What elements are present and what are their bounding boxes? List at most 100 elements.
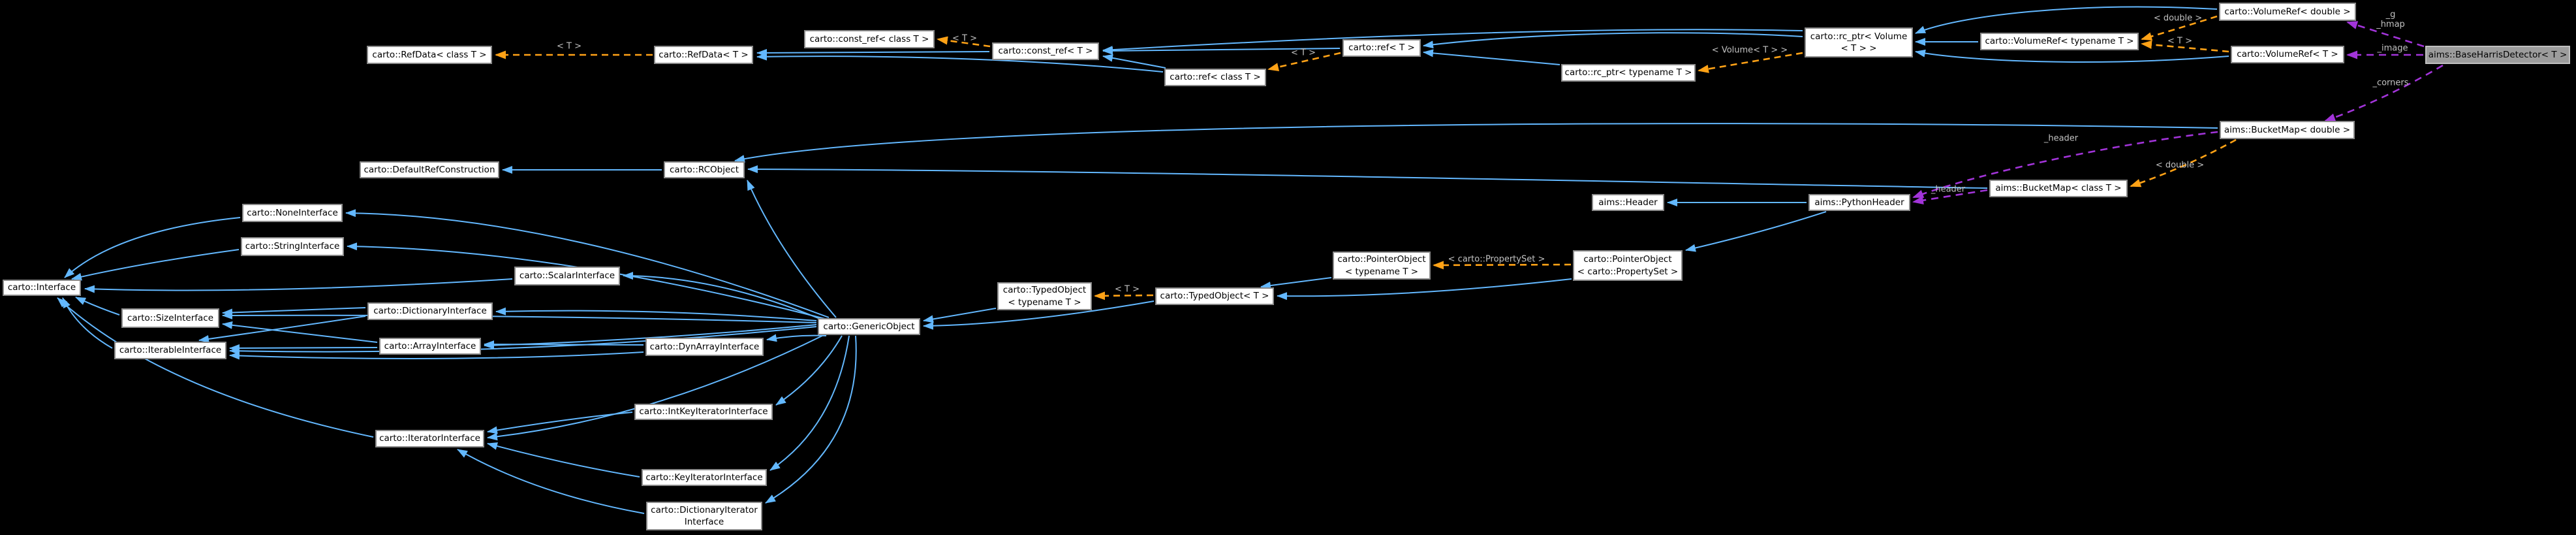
node-iterableinterface[interactable]: carto::IterableInterface [114,342,226,359]
node-intkeyiteratorinterface[interactable]: carto::IntKeyIteratorInterface [634,404,773,420]
node-rcptr-volume[interactable]: carto::rc_ptr< Volume < T > > [1805,27,1913,57]
edge-label-template-t-typedobject: < T > [1115,284,1140,295]
node-stringinterface[interactable]: carto::StringInterface [241,237,344,256]
edge-bucketmap-double-to-pythonheader [1912,131,2218,199]
node-header[interactable]: aims::Header [1592,194,1664,211]
edge-sizeinterface-to-interface [75,297,120,316]
edge-bucketmap-double-to-bucketmap-class [2130,138,2237,187]
edge-label-template-propertyset: < carto::PropertySet > [1448,254,1545,265]
node-dynarrayinterface[interactable]: carto::DynArrayInterface [645,338,764,356]
edge-harris-to-bucketmap-double [2324,64,2444,122]
edge-harris-to-volumeref-double [2346,21,2425,48]
edge-ref-t-to-ref-class [1267,52,1341,72]
edge-genericobject-to-dictionaryiteratorinterface [765,335,857,504]
usage-edges [1912,21,2444,205]
node-noneinterface[interactable]: carto::NoneInterface [242,204,343,222]
edge-label-template-double-bucketmap: < double > [2155,160,2205,170]
edge-label-member-g-hmap: _g _hmap [2376,10,2405,29]
edge-label-member-header-upper: _header [2043,133,2079,144]
node-rcobject[interactable]: carto::RCObject [664,161,745,178]
edge-genericobject-to-scalarinterface [623,272,820,319]
edge-ref-t-to-constref-t [1102,46,1341,55]
edge-genericobject-to-intkeyiteratorinterface [775,335,843,406]
edge-label-template-volume-t: < Volume< T > > [1711,45,1788,56]
edge-label-template-t-ref: < T > [1291,48,1316,58]
node-refdata-t[interactable]: carto::RefData< T > [654,46,753,64]
node-volumeref-typename[interactable]: carto::VolumeRef< typename T > [1980,33,2139,50]
edge-volumeref-double-to-rcptr-volume [1915,6,2218,34]
edge-pointerobject-propertyset-to-typedobject-t [1277,278,1572,300]
node-keyiteratorinterface[interactable]: carto::KeyIteratorInterface [642,469,767,486]
edge-constref-t-to-constref-class [937,36,991,48]
edge-constref-t-to-refdata-t [756,48,990,57]
node-ref-t[interactable]: carto::ref< T > [1342,39,1421,57]
edge-genericobject-to-dictionaryinterface [495,307,817,321]
edge-label-template-double-volumeref: < double > [2153,13,2203,24]
node-bucketmap-class[interactable]: aims::BucketMap< class T > [1989,180,2128,197]
node-refdata-class[interactable]: carto::RefData< class T > [367,46,492,64]
edge-dynarrayinterface-to-arrayinterface [484,340,644,349]
node-scalarinterface[interactable]: carto::ScalarInterface [514,267,620,285]
node-typedobject-t[interactable]: carto::TypedObject< T > [1155,287,1274,305]
node-constref-class[interactable]: carto::const_ref< class T > [804,30,935,48]
node-interface[interactable]: carto::Interface [3,280,81,296]
edge-typedobject-t-to-typedobject-typename [1094,291,1154,300]
edge-ref-class-to-constref-t [1102,54,1166,69]
node-defaultrefconstruction[interactable]: carto::DefaultRefConstruction [360,161,499,178]
edge-label-member-header-lower: _header [1931,184,1966,195]
node-iteratorinterface[interactable]: carto::IteratorInterface [375,430,484,447]
node-dictionaryinterface[interactable]: carto::DictionaryInterface [367,302,493,320]
node-pythonheader[interactable]: aims::PythonHeader [1808,194,1910,211]
node-volumeref-t[interactable]: carto::VolumeRef< T > [2231,46,2344,63]
node-sizeinterface[interactable]: carto::SizeInterface [121,308,219,328]
node-harris-detector[interactable]: aims::BaseHarrisDetector< T > [2425,46,2570,64]
node-constref-t[interactable]: carto::const_ref< T > [992,42,1099,60]
edge-dynarrayinterface-to-iterableinterface [229,351,644,360]
edge-stringinterface-to-interface [71,249,240,281]
node-volumeref-double[interactable]: carto::VolumeRef< double > [2219,3,2356,21]
edge-scalarinterface-to-interface [84,278,513,293]
edge-genericobject-to-iteratorinterface [487,335,823,441]
edge-noneinterface-to-interface [64,217,241,278]
edge-genericobject-to-noneinterface [345,209,830,318]
edge-bucketmap-class-to-pythonheader [1912,189,1988,205]
node-pointerobject-propertyset[interactable]: carto::PointerObject < carto::PropertySe… [1573,250,1683,281]
node-dictionaryiteratorinterface[interactable]: carto::DictionaryIterator Interface [646,502,762,530]
node-genericobject[interactable]: carto::GenericObject [818,318,920,335]
node-rcptr-typename[interactable]: carto::rc_ptr< typename T > [1561,64,1696,82]
edge-label-template-t-volumeref: < T > [2167,36,2192,46]
edge-rcptr-volume-to-rcptr-typename [1698,52,1803,73]
edge-label-member-image: _image [2377,43,2408,54]
edge-intkeyiteratorinterface-to-iteratorinterface [487,412,633,434]
edge-rcptr-typename-to-ref-t [1423,49,1560,65]
edge-pointerobject-typename-to-typedobject-t [1260,277,1332,290]
edge-keyiteratorinterface-to-iteratorinterface [487,442,640,478]
node-ref-class[interactable]: carto::ref< class T > [1164,69,1266,86]
edge-dictionaryinterface-to-sizeinterface [222,307,366,317]
edge-bucketmap-double-to-rcobject [734,123,2218,163]
edge-label-member-corners: _corners [2372,78,2409,88]
edge-typedobject-t-to-genericobject [923,300,1155,330]
edge-iteratorinterface-to-interface [57,297,374,438]
edge-volumeref-double-to-volumeref-typename [2141,15,2218,41]
node-pointerobject-typename[interactable]: carto::PointerObject < typename T > [1333,251,1431,280]
edge-genericobject-to-dynarrayinterface [766,334,827,342]
inheritance-edges [57,6,2229,514]
edge-genericobject-to-keyiteratorinterface [769,335,850,471]
edge-ref-class-to-refdata-t [756,52,1164,73]
template-instantiation-edges [495,15,2237,300]
edge-rcptr-volume-to-constref-t [1102,29,1803,54]
edge-genericobject-to-stringinterface [347,242,826,319]
node-typedobject-typename[interactable]: carto::TypedObject < typename T > [997,282,1092,310]
node-arrayinterface[interactable]: carto::ArrayInterface [379,338,481,355]
edge-label-template-t-refdata: < T > [557,41,582,52]
edge-genericobject-to-rcobject [747,180,837,318]
edge-rcptr-volume-to-ref-t [1423,32,1803,49]
edge-volumeref-t-to-volumeref-typename [2141,40,2229,53]
node-bucketmap-double[interactable]: aims::BucketMap< double > [2220,121,2355,139]
edge-genericobject-to-sizeinterface [222,311,817,323]
edge-genericobject-to-iterableinterface [229,326,817,355]
edge-label-template-t-constref: < T > [952,33,977,44]
